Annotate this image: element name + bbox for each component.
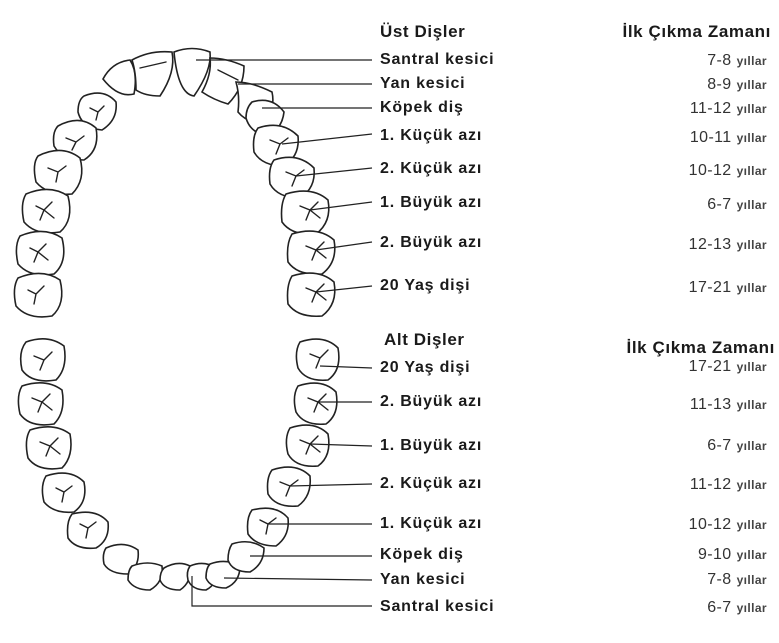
upper-left-lateral-incisor [131, 50, 174, 97]
lower-row-label: Köpek diş [380, 546, 464, 563]
lower-row-label: 1. Büyük azı [380, 437, 483, 454]
lower-left-fissure-3 [39, 437, 61, 457]
upper-right-2nd-molar [286, 230, 336, 276]
lower-row-label: 2. Küçük azı [380, 475, 483, 492]
upper-row-label: 2. Büyük azı [380, 234, 483, 251]
lower-age-header: İlk Çıkma Zamanı [626, 338, 775, 357]
upper-row-label: Köpek diş [380, 99, 464, 116]
lower-right-fissure-5 [309, 349, 329, 369]
upper-leader-lines [196, 59, 373, 293]
lower-left-central-incisor [159, 562, 192, 591]
upper-right-wisdom [286, 272, 336, 318]
upper-left-lateral-ridge [139, 61, 167, 69]
upper-row-label: 2. Küçük azı [380, 160, 483, 177]
upper-row-label: 1. Küçük azı [380, 127, 483, 144]
lower-left-fissure-1 [33, 351, 53, 371]
lower-title: Alt Dişler [384, 330, 465, 349]
upper-left-fissure-3 [47, 165, 67, 183]
lower-left-lateral-incisor [127, 562, 164, 591]
upper-right-fissure-1 [269, 137, 289, 155]
lower-right-canine [227, 540, 265, 573]
lower-row-label: Yan kesici [380, 571, 466, 588]
lower-left-fissure-5 [79, 521, 97, 539]
upper-left-canine [102, 59, 137, 96]
upper-row-label: 1. Büyük azı [380, 194, 483, 211]
lower-right-2nd-premolar [266, 466, 312, 508]
upper-title: Üst Dişler [380, 22, 466, 41]
upper-right-central-incisor [200, 57, 245, 105]
lower-row-label: 2. Büyük azı [380, 393, 483, 410]
upper-row-label: 20 Yaş dişi [380, 277, 471, 294]
lower-right-1st-molar [285, 424, 330, 468]
lower-row-label: 20 Yaş dişi [380, 359, 471, 376]
lower-leader-lines [191, 365, 373, 607]
upper-right-central-ridge [217, 69, 239, 81]
upper-left-fissure-6 [27, 285, 45, 305]
lower-right-wisdom [295, 338, 340, 382]
lower-row-label: 1. Küçük azı [380, 515, 483, 532]
lower-left-fissure-2 [31, 393, 53, 413]
upper-right-1st-molar [280, 190, 330, 236]
upper-row-label: Santral kesici [380, 51, 495, 68]
upper-row-label: Yan kesici [380, 75, 466, 92]
upper-left-fissure-1 [89, 105, 105, 121]
upper-age-header: İlk Çıkma Zamanı [622, 22, 771, 41]
upper-left-wisdom [13, 272, 63, 318]
lower-row-label: Santral kesici [380, 598, 495, 615]
upper-left-fissure-4 [35, 201, 55, 221]
upper-left-fissure-2 [65, 135, 85, 151]
lower-right-2nd-molar [293, 382, 338, 426]
upper-left-fissure-5 [29, 243, 49, 263]
upper-arch [13, 47, 336, 318]
lower-left-fissure-4 [55, 485, 73, 503]
lower-arch [17, 338, 340, 591]
